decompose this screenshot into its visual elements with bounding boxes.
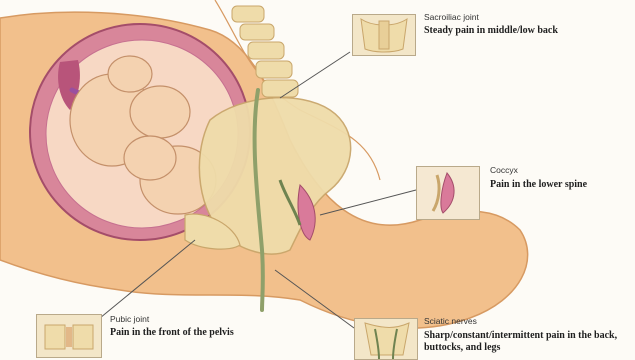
sciatic-nerve-icon — [355, 319, 417, 359]
sacroiliac-thumbnail — [352, 14, 416, 56]
sciatic-description: Sharp/constant/intermittent pain in the … — [424, 330, 629, 354]
pubic-description: Pain in the front of the pelvis — [110, 327, 234, 339]
coccyx-thumbnail — [416, 166, 480, 220]
sciatic-thumbnail — [354, 318, 418, 360]
sciatic-title: Sciatic nerves — [424, 316, 477, 326]
pubic-title: Pubic joint — [110, 314, 149, 324]
coccyx-title: Coccyx — [490, 165, 518, 175]
pubic-joint-icon — [37, 315, 101, 357]
sacroiliac-description: Steady pain in middle/low back — [424, 25, 558, 37]
sacroiliac-icon — [353, 15, 415, 55]
coccyx-description: Pain in the lower spine — [490, 179, 587, 191]
sacroiliac-title: Sacroiliac joint — [424, 12, 479, 22]
coccyx-icon — [417, 167, 479, 219]
pubic-thumbnail — [36, 314, 102, 358]
